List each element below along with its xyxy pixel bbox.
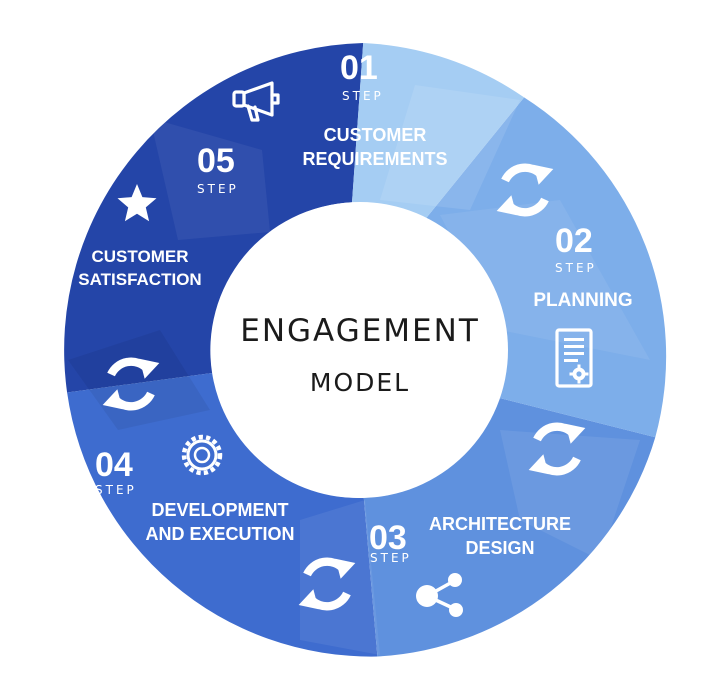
- step-03-label: ARCHITECTURE DESIGN: [429, 514, 571, 559]
- step-01-number: 01: [340, 49, 378, 87]
- document-gear-icon: [555, 328, 593, 388]
- step-01-step-word: STEP: [342, 89, 384, 103]
- gear-icon: [181, 434, 223, 476]
- step-03-step-word: STEP: [370, 551, 412, 565]
- step-05-step-word: STEP: [197, 182, 239, 196]
- step-02-number: 02: [555, 222, 593, 260]
- step-05-label: CUSTOMER SATISFACTION: [78, 247, 202, 289]
- step-01-label: CUSTOMER REQUIREMENTS: [302, 125, 448, 170]
- segment-step-01: [352, 43, 525, 221]
- megaphone-icon: [232, 81, 280, 122]
- step-02-label: PLANNING: [533, 290, 633, 311]
- center-subtitle: MODEL: [309, 368, 411, 397]
- step-04-step-word: STEP: [95, 483, 137, 497]
- step-04-label: DEVELOPMENT AND EXECUTION: [145, 500, 295, 545]
- center-title: ENGAGEMENT: [240, 313, 480, 349]
- step-03-number: 03: [369, 519, 407, 557]
- step-02-step-word: STEP: [555, 261, 597, 275]
- center-disc: [212, 202, 508, 498]
- share-icon: [416, 573, 463, 617]
- segment-step-02: [423, 97, 667, 438]
- step-04-number: 04: [95, 446, 133, 484]
- star-icon: [117, 184, 157, 222]
- segment-step-04: [67, 373, 378, 657]
- segment-step-05: [64, 43, 364, 393]
- step-05-number: 05: [197, 142, 235, 180]
